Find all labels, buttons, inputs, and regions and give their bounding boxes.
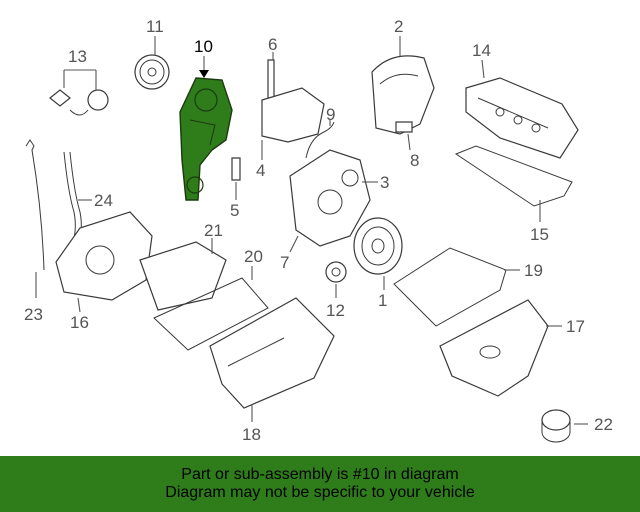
part-6-bracket[interactable]	[261, 59, 325, 143]
part-18-oil-pan[interactable]	[209, 297, 335, 409]
part-5-bolt[interactable]	[231, 157, 241, 181]
banner-line-2: Diagram may not be specific to your vehi…	[165, 484, 475, 501]
callout-3[interactable]: 3	[380, 173, 389, 192]
part-17-oil-pan[interactable]	[439, 299, 549, 397]
part-8-fitting[interactable]	[395, 121, 413, 133]
banner-line-1: Part or sub-assembly is #10 in diagram	[181, 466, 459, 483]
parts-diagram: 10 11 13 6 2 14 9 8 4 3 24 5 15 21 20 7 …	[24, 17, 613, 444]
callout-20[interactable]: 20	[244, 247, 263, 266]
callout-6[interactable]: 6	[268, 35, 277, 54]
part-22-oil-filter[interactable]	[541, 409, 571, 443]
part-3-front-cover[interactable]	[289, 149, 371, 247]
part-21-baffle-plate[interactable]	[139, 241, 227, 311]
callout-17[interactable]: 17	[566, 317, 585, 336]
callout-11[interactable]: 11	[146, 17, 164, 36]
callout-5[interactable]: 5	[230, 201, 239, 220]
callout-9[interactable]: 9	[326, 105, 335, 124]
callout-15[interactable]: 15	[530, 225, 549, 244]
callout-10[interactable]: 10	[194, 37, 213, 56]
callout-7[interactable]: 7	[280, 253, 289, 272]
callout-24[interactable]: 24	[94, 191, 113, 210]
callout-22[interactable]: 22	[594, 415, 613, 434]
diagram-notice-banner: Part or sub-assembly is #10 in diagram D…	[0, 456, 640, 512]
callout-2[interactable]: 2	[394, 17, 403, 36]
callout-19[interactable]: 19	[524, 261, 543, 280]
part-19-gasket[interactable]	[393, 247, 507, 327]
callout-4[interactable]: 4	[256, 161, 265, 180]
part-1-crankshaft-pulley[interactable]	[353, 217, 403, 275]
callout-1[interactable]: 1	[378, 291, 387, 310]
part-14-head-cover[interactable]	[465, 77, 579, 159]
part-20-oil-pan-gasket[interactable]	[153, 277, 269, 351]
part-23-dipstick[interactable]	[25, 139, 45, 271]
callout-16[interactable]: 16	[70, 313, 89, 332]
callout-13[interactable]: 13	[68, 47, 87, 66]
part-16-oil-pump[interactable]	[55, 211, 153, 301]
callout-14[interactable]: 14	[472, 41, 491, 60]
part-9-hose[interactable]	[305, 121, 335, 159]
part-10-timing-belt-cover[interactable]	[179, 77, 233, 201]
callout-21[interactable]: 21	[204, 221, 223, 240]
part-15-gasket[interactable]	[454, 145, 573, 207]
callout-18[interactable]: 18	[242, 425, 261, 444]
callout-8[interactable]: 8	[410, 151, 419, 170]
callout-12[interactable]: 12	[326, 301, 345, 320]
part-12-crank-gear[interactable]	[325, 261, 347, 283]
callout-23[interactable]: 23	[24, 305, 43, 324]
part-13-tensioner[interactable]	[49, 89, 109, 116]
part-11-camshaft-pulley[interactable]	[134, 54, 170, 90]
